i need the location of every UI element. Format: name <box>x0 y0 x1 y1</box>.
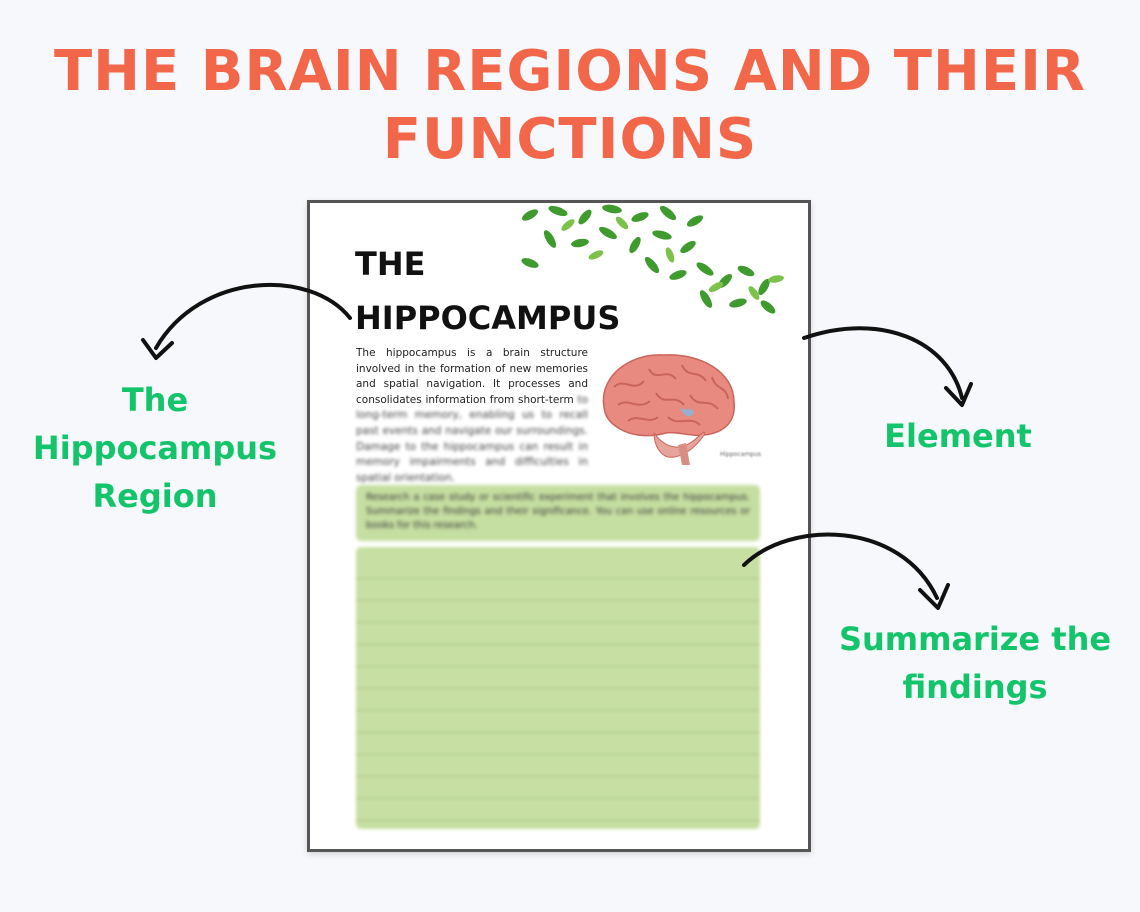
research-prompt-box: Research a case study or scientific expe… <box>356 485 760 541</box>
arrow-curve-icon <box>154 282 352 350</box>
callout-left-line-3: Region <box>92 477 218 515</box>
callout-bottom-line-2: findings <box>902 668 1048 706</box>
callout-summarize-findings: Summarize the findings <box>830 615 1120 711</box>
headline-line-2: FUNCTIONS <box>382 107 758 172</box>
leaves-decoration-icon <box>521 204 784 314</box>
worksheet-intro-paragraph: The hippocampus is a brain structure inv… <box>356 346 588 486</box>
answer-lines-box[interactable] <box>356 547 760 829</box>
callout-left-line-1: The <box>121 381 189 419</box>
intro-blurred-text: to long-term memory, enabling us to reca… <box>356 393 588 484</box>
brain-label: Hippocampus <box>720 451 762 458</box>
arrow-curve-icon <box>802 326 964 400</box>
callout-right-text: Element <box>884 417 1032 455</box>
callout-hippocampus-region: The Hippocampus Region <box>20 376 290 520</box>
worksheet-page: THE HIPPOCAMPUS The hippocampus is a bra… <box>307 200 811 852</box>
worksheet-title: THE HIPPOCAMPUS <box>355 237 620 345</box>
page-headline: THE BRAIN REGIONS AND THEIR FUNCTIONS <box>0 38 1140 174</box>
arrow-curve-icon <box>742 532 939 600</box>
callout-element: Element <box>860 412 1056 460</box>
callout-left-line-2: Hippocampus <box>32 429 278 467</box>
arrow-curve-icon <box>918 583 950 610</box>
worksheet-title-line-1: THE <box>355 245 426 283</box>
headline-line-1: THE BRAIN REGIONS AND THEIR <box>53 39 1087 104</box>
callout-bottom-line-1: Summarize the <box>838 620 1112 658</box>
arrow-curve-icon <box>141 338 174 360</box>
arrow-curve-icon <box>944 382 973 407</box>
worksheet-title-line-2: HIPPOCAMPUS <box>355 299 621 337</box>
brain-illustration-icon <box>602 354 735 465</box>
intro-clear-text: The hippocampus is a brain structure inv… <box>356 347 588 406</box>
